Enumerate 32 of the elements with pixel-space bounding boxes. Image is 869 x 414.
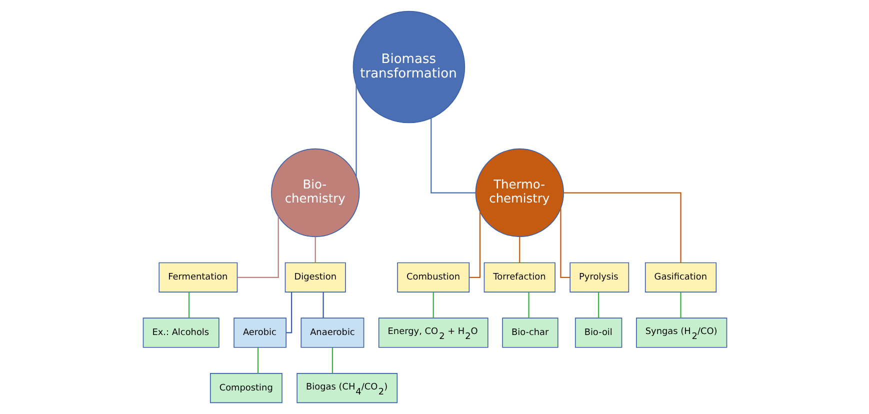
connector — [256, 348, 258, 374]
node-box: Aerobic — [233, 318, 286, 348]
node-box: Gasification — [644, 262, 716, 292]
connector — [468, 212, 480, 278]
node-circle: Bio-chemistry — [270, 148, 360, 238]
connector — [322, 292, 324, 318]
connector — [314, 236, 316, 263]
connector — [331, 348, 333, 374]
connector — [286, 292, 292, 334]
node-circle: Thermo-chemistry — [474, 148, 564, 238]
node-box: Anaerobic — [300, 318, 364, 348]
connector — [236, 216, 278, 278]
connector — [563, 192, 681, 263]
connector — [432, 292, 434, 318]
node-box: Digestion — [284, 262, 346, 292]
node-box: Fermentation — [158, 262, 238, 292]
connector — [355, 85, 356, 176]
connector — [518, 236, 520, 263]
node-circle: Biomass transformation — [352, 10, 465, 124]
connector — [680, 292, 681, 318]
node-box: Ex.: Alcohols — [142, 318, 219, 348]
connector — [430, 118, 476, 194]
node-box: Bio-oil — [574, 318, 622, 348]
node-box: Bio-char — [502, 318, 558, 348]
connector — [560, 208, 570, 278]
node-box: Pyrolysis — [569, 262, 629, 292]
node-box: Composting — [209, 373, 282, 404]
connector — [598, 292, 599, 318]
node-box: Torrefaction — [483, 262, 555, 292]
node-box: Combustion — [396, 262, 470, 292]
connector — [188, 292, 190, 318]
connector — [528, 292, 529, 318]
